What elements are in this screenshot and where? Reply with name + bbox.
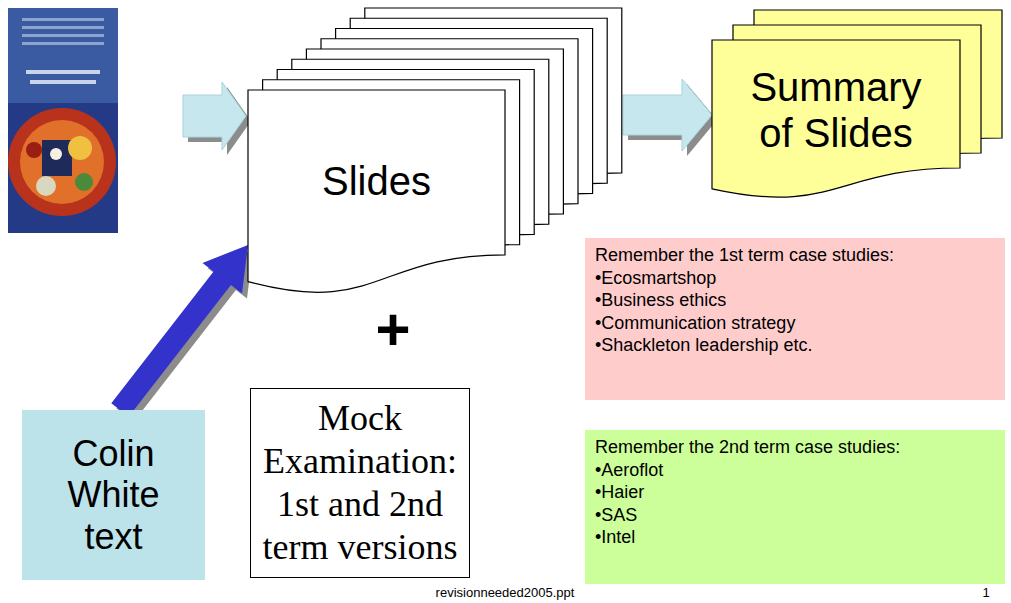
node-text: Mock Examination: 1st and 2nd term versi… [260, 397, 460, 570]
arrow-body [111, 245, 248, 417]
arrow-body [623, 79, 712, 151]
node-text: Summary of Slides [736, 64, 936, 156]
block-arrow [183, 82, 251, 155]
node-text: Remember the 1st term case studies: [595, 244, 894, 267]
page-sheet [248, 90, 505, 292]
node-text: •Shackleton leadership etc. [595, 334, 812, 357]
node-text: •Ecosmartshop [595, 267, 716, 290]
note-box: Remember the 1st term case studies:•Ecos… [585, 238, 1005, 400]
page-text-area: Slides [248, 90, 505, 271]
process-box: Mock Examination: 1st and 2nd term versi… [250, 388, 470, 578]
node-text: Slides [322, 158, 431, 204]
document-stack: Slides [248, 8, 623, 298]
node-text: •Aeroflot [595, 459, 663, 482]
note-box: Remember the 2nd term case studies:•Aero… [585, 430, 1005, 584]
file-name: revisionneeded2005.ppt [436, 586, 575, 600]
source-box: Colin White text [22, 410, 205, 580]
node-text: •Communication strategy [595, 312, 795, 335]
book-cover [8, 8, 118, 233]
block-arrow [623, 79, 717, 156]
node-text: •Business ethics [595, 289, 726, 312]
node-text: •SAS [595, 504, 637, 527]
page-number: 1 [982, 586, 989, 600]
document-pages [248, 8, 623, 298]
page-text-area: Summary of Slides [712, 40, 960, 181]
node-text: Remember the 2nd term case studies: [595, 436, 900, 459]
page-sheet [712, 40, 960, 197]
node-text: Colin White text [39, 433, 189, 557]
node-text: •Haier [595, 481, 644, 504]
node-text: •Intel [595, 526, 635, 549]
plus-sign: + [375, 297, 410, 363]
block-arrow [111, 245, 253, 422]
document-stack: Summary of Slides [712, 10, 1002, 202]
